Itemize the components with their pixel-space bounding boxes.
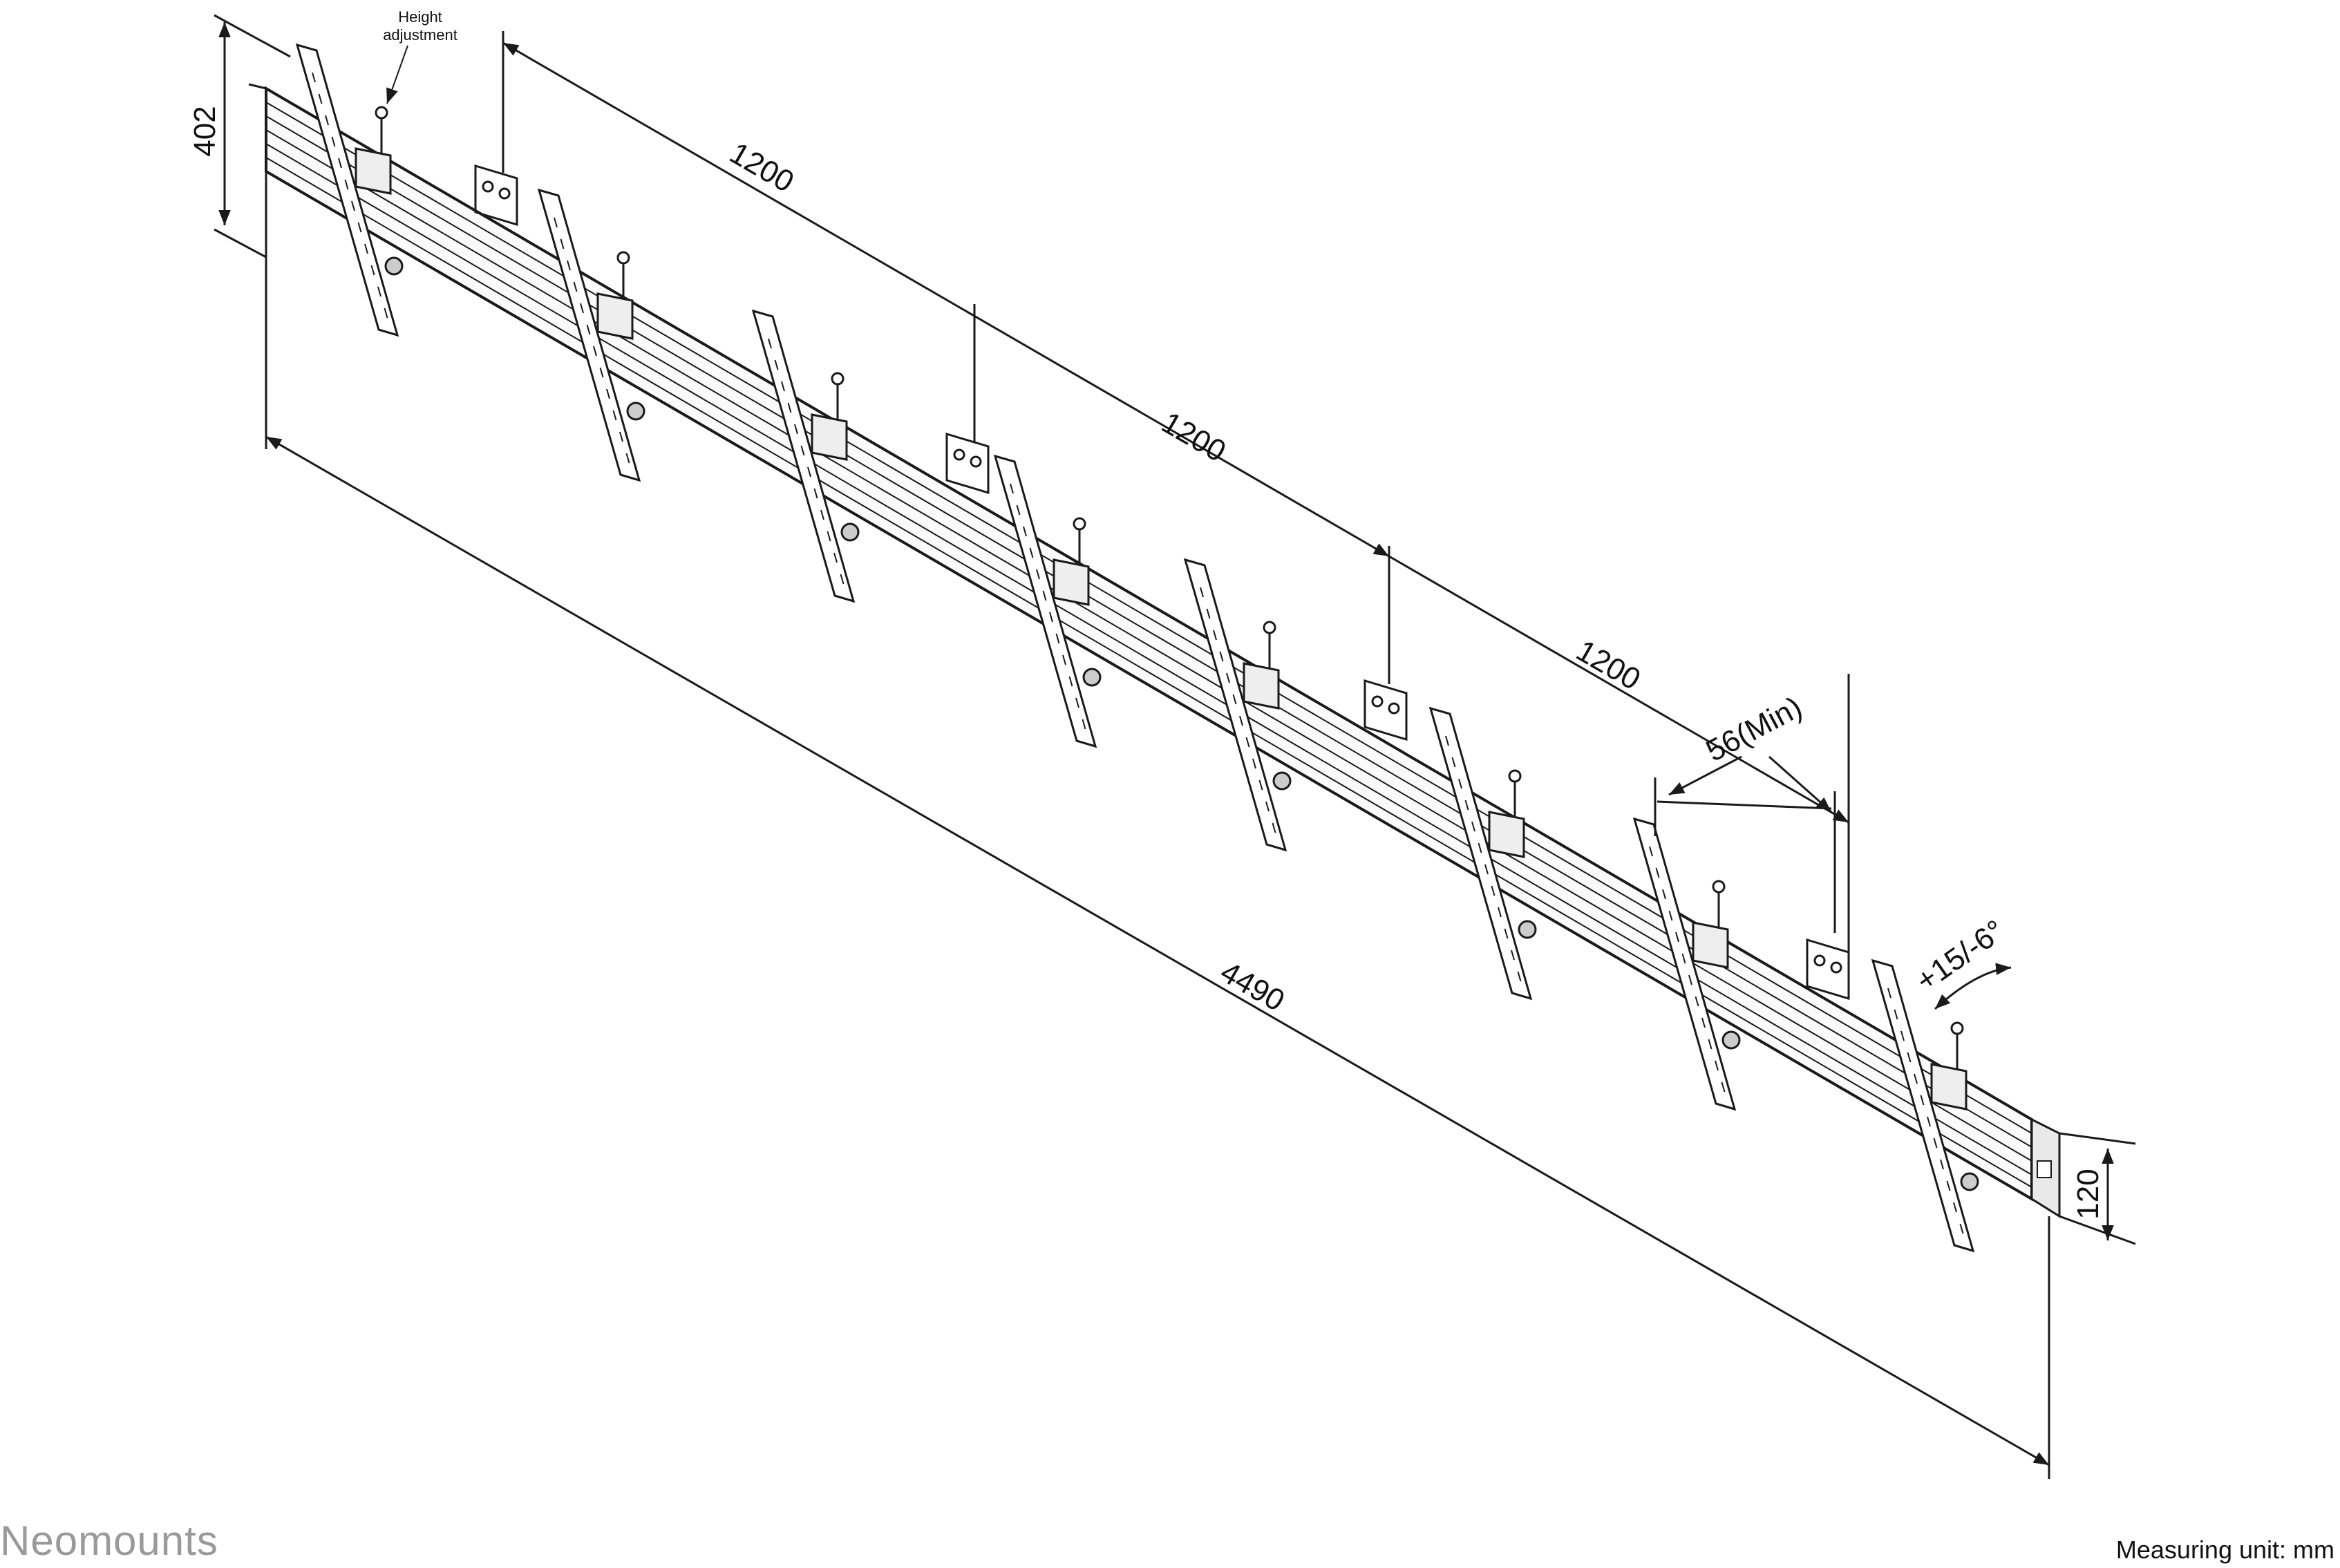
dimension-120 — [2059, 1132, 2136, 1245]
tilt-bracket — [295, 43, 404, 337]
rail — [248, 83, 2061, 1218]
wall-plates — [474, 164, 1850, 1001]
dim-label-4490: 4490 — [1215, 955, 1290, 1018]
dimension-4490 — [265, 90, 2050, 1479]
wall-plate — [1806, 938, 1850, 1001]
height-adjustment-leader — [386, 45, 408, 104]
dim-label-1200-a: 1200 — [724, 136, 800, 199]
dim-label-1200-c: 1200 — [1571, 634, 1646, 697]
dim-label-56-min: 56(Min) — [1701, 690, 1808, 768]
tilt-label: +15/-6° — [1910, 914, 2011, 999]
brand-logo-text: Neomounts — [0, 1518, 218, 1564]
height-adjustment-label-line2: adjustment — [383, 26, 457, 44]
dimension-402 — [214, 14, 291, 258]
tilt-arc-arrow — [1934, 963, 2012, 1010]
dimension-1200-chain — [502, 31, 1850, 954]
dimension-56 — [1654, 755, 1836, 933]
dim-label-402: 402 — [188, 106, 222, 156]
measuring-unit-note: Measuring unit: mm — [2115, 1536, 2334, 1564]
wall-plate — [945, 432, 990, 495]
height-adjustment-label-line1: Height — [398, 8, 442, 26]
wall-plate — [1364, 679, 1408, 742]
dim-label-120: 120 — [2071, 1169, 2105, 1219]
